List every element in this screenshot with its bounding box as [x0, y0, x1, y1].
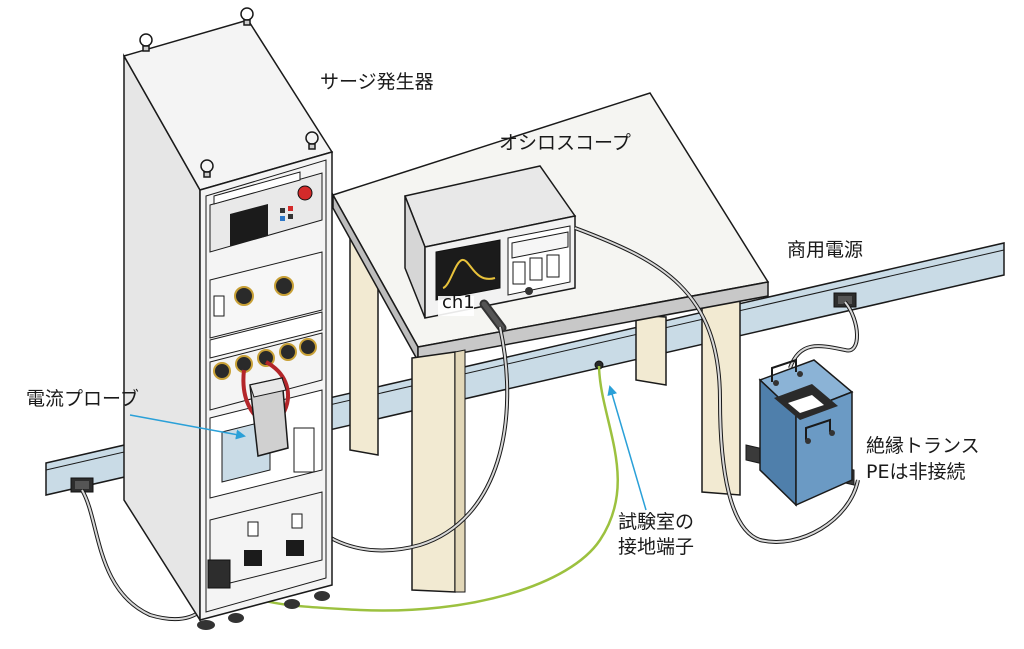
isolation-transformer-label-line1: 絶縁トランス — [866, 435, 980, 457]
wall-outlet-left — [70, 477, 94, 493]
surge-generator-label: サージ発生器 — [320, 71, 434, 93]
current-probe-pointer — [129, 414, 246, 440]
commercial-power-label: 商用電源 — [787, 239, 864, 261]
isolation-transformer-label-line2: PEは非接続 — [866, 461, 966, 483]
oscilloscope-label: オシロスコープ — [499, 132, 631, 154]
ground-terminal-label-line2: 接地端子 — [618, 536, 695, 558]
current-probe-label: 電流プローブ — [26, 388, 139, 410]
eye-bolts — [139, 7, 319, 178]
table — [331, 92, 770, 593]
wall-outlet-right — [833, 292, 857, 308]
isolation-transformer — [745, 358, 855, 507]
oscilloscope — [403, 165, 577, 319]
ground-terminal-label: 試験室の 接地端子 — [618, 510, 694, 560]
surge-generator — [122, 7, 334, 630]
ground-terminal-label-line1: 試験室の — [618, 511, 695, 533]
isolation-transformer-label: 絶縁トランス PEは非接続 — [866, 433, 980, 485]
scope-probe — [479, 299, 507, 333]
scope-channel-label: ch1 — [442, 292, 475, 313]
ground-terminal-pointer — [607, 385, 647, 511]
current-probe-device — [249, 377, 289, 457]
